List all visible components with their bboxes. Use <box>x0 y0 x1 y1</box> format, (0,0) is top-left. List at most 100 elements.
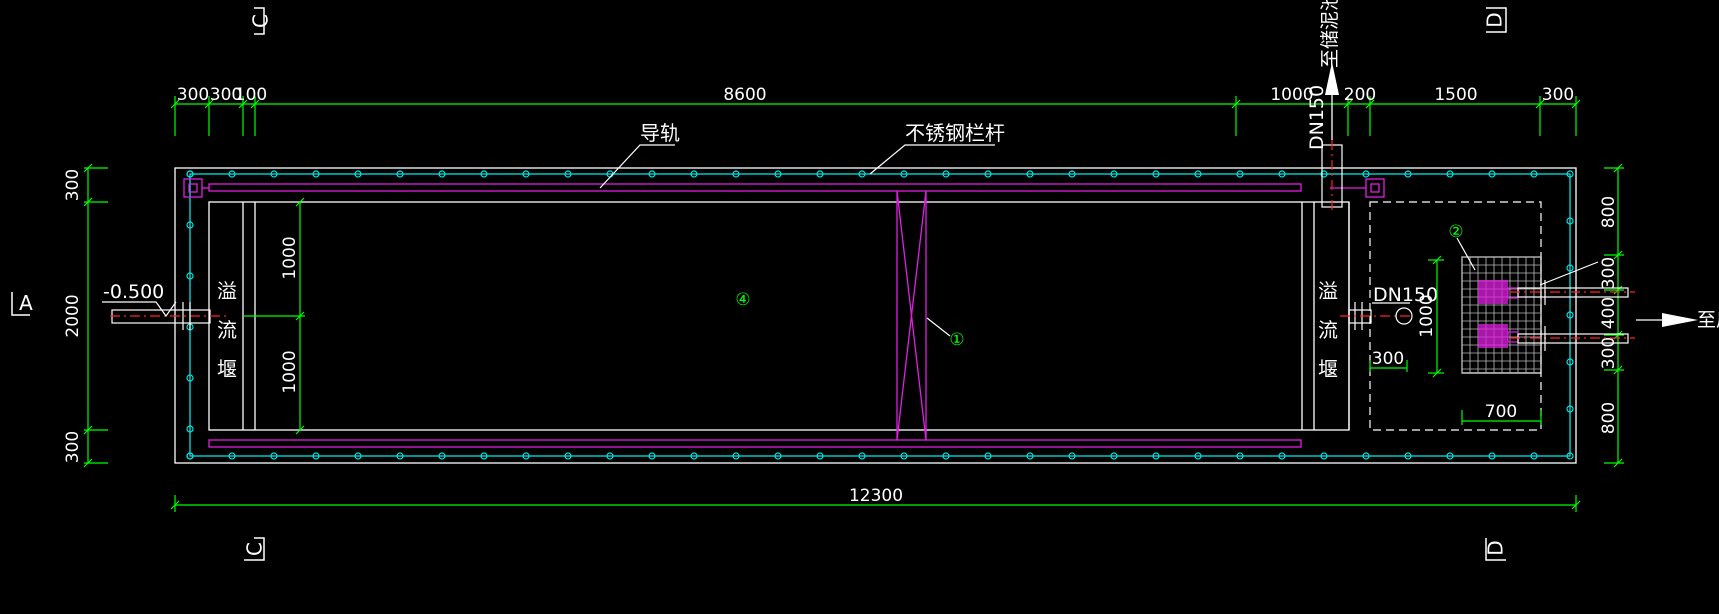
guide-rail-label: 导轨 <box>640 121 680 145</box>
railing-post <box>1362 170 1370 178</box>
inner-left-dimension <box>244 197 305 435</box>
left-dimension <box>83 163 108 468</box>
bottom-dimension <box>170 495 1581 512</box>
railing-post <box>1110 452 1118 460</box>
top-dimension-labels: 300 300 100 8600 1000 200 1500 300 <box>177 85 1574 105</box>
railing-post <box>900 452 908 460</box>
railing-post <box>1278 452 1286 460</box>
railing-post <box>648 170 656 178</box>
left-weir-char-3: 堰 <box>217 357 237 381</box>
dim-inner-right-2: 700 <box>1485 402 1517 422</box>
top-outlet-pipe <box>1321 62 1343 210</box>
left-weir-char-2: 流 <box>217 318 237 342</box>
railing-post <box>522 452 530 460</box>
railing-post <box>816 452 824 460</box>
railing-post <box>1110 170 1118 178</box>
railing-post <box>564 452 572 460</box>
railing-post <box>1566 217 1574 225</box>
right-dimension-labels: 800 300 400 300 800 <box>1599 196 1619 434</box>
railing-post <box>858 452 866 460</box>
guide-rails <box>183 178 1385 448</box>
left-weir-label: 溢 流 堰 <box>217 279 237 381</box>
railing-label: 不锈钢栏杆 <box>905 121 1005 145</box>
railing-post <box>1362 452 1370 460</box>
dim-right-3: 300 <box>1599 337 1619 369</box>
railing-post <box>1152 170 1160 178</box>
railing-post <box>1026 170 1034 178</box>
railing-post <box>1566 358 1574 366</box>
top-dimension <box>170 96 1581 136</box>
railing-post <box>858 170 866 178</box>
to-next-label: 至后 <box>1697 309 1719 331</box>
section-marker-d-top: D <box>1483 7 1507 33</box>
right-weir-char-1: 溢 <box>1318 279 1338 303</box>
railing-post <box>312 452 320 460</box>
railing-post <box>1446 170 1454 178</box>
dim-top-5: 200 <box>1344 85 1376 105</box>
dim-right-0: 800 <box>1599 196 1619 228</box>
marker-1: ① <box>949 330 964 350</box>
railing-post <box>228 170 236 178</box>
railing-post <box>1566 405 1574 413</box>
railing-post <box>186 272 194 280</box>
railing-post <box>438 170 446 178</box>
railing-post <box>942 452 950 460</box>
railing-post <box>1320 452 1328 460</box>
section-d-bottom-label: D <box>1484 540 1508 555</box>
inner-right-dimension <box>1369 255 1542 425</box>
railing-post <box>1236 170 1244 178</box>
dim-inner-right-0: 1000 <box>1417 294 1437 337</box>
section-c-bottom-label: C <box>243 542 267 556</box>
railing-post <box>1446 452 1454 460</box>
dim-top-2: 100 <box>235 85 267 105</box>
railing-post <box>186 452 194 460</box>
leaders <box>599 144 1476 337</box>
railing-post <box>1530 452 1538 460</box>
railing-post <box>438 452 446 460</box>
railing-post <box>900 170 908 178</box>
railing-post <box>690 452 698 460</box>
railing-post <box>774 452 782 460</box>
dim-top-6: 1500 <box>1434 85 1477 105</box>
railing-post <box>1236 452 1244 460</box>
railing-post <box>270 170 278 178</box>
dim-right-4: 800 <box>1599 402 1619 434</box>
dim-top-0: 300 <box>177 85 209 105</box>
railing-post <box>732 452 740 460</box>
railing-post <box>1068 452 1076 460</box>
inlet-pipe <box>102 301 230 330</box>
dim-top-3: 8600 <box>723 85 766 105</box>
railing-post <box>1530 170 1538 178</box>
dim-left-2: 300 <box>63 431 83 463</box>
dim-right-1: 300 <box>1599 257 1619 289</box>
railing-post <box>984 452 992 460</box>
dim-inner-left-1: 1000 <box>280 350 300 393</box>
dim-left-1: 2000 <box>63 294 83 337</box>
railing-post <box>186 374 194 382</box>
railing-post <box>1566 170 1574 178</box>
railing-post <box>1404 170 1412 178</box>
railing-post <box>1566 452 1574 460</box>
railing-post <box>228 452 236 460</box>
dim-inner-right-1: 300 <box>1372 349 1404 369</box>
left-dimension-labels: 300 2000 300 <box>63 169 83 463</box>
right-weir-char-3: 堰 <box>1318 357 1338 381</box>
railing-post <box>1278 170 1286 178</box>
dim-inner-left-0: 1000 <box>280 236 300 279</box>
pit-inlet-pipe <box>1340 302 1413 330</box>
dim-right-2: 400 <box>1599 297 1619 329</box>
section-d-top-label: D <box>1483 12 1507 27</box>
section-marker-d-bottom: D <box>1484 538 1508 561</box>
railing-post <box>396 452 404 460</box>
railing-post <box>1488 170 1496 178</box>
section-a-label: A <box>19 291 33 315</box>
railing-post <box>312 170 320 178</box>
railing-post <box>648 452 656 460</box>
railing-post <box>480 170 488 178</box>
railing-post <box>1026 452 1034 460</box>
railing-post <box>186 170 194 178</box>
railing-post <box>480 452 488 460</box>
marker-4: ④ <box>735 290 750 310</box>
railing-post <box>186 425 194 433</box>
